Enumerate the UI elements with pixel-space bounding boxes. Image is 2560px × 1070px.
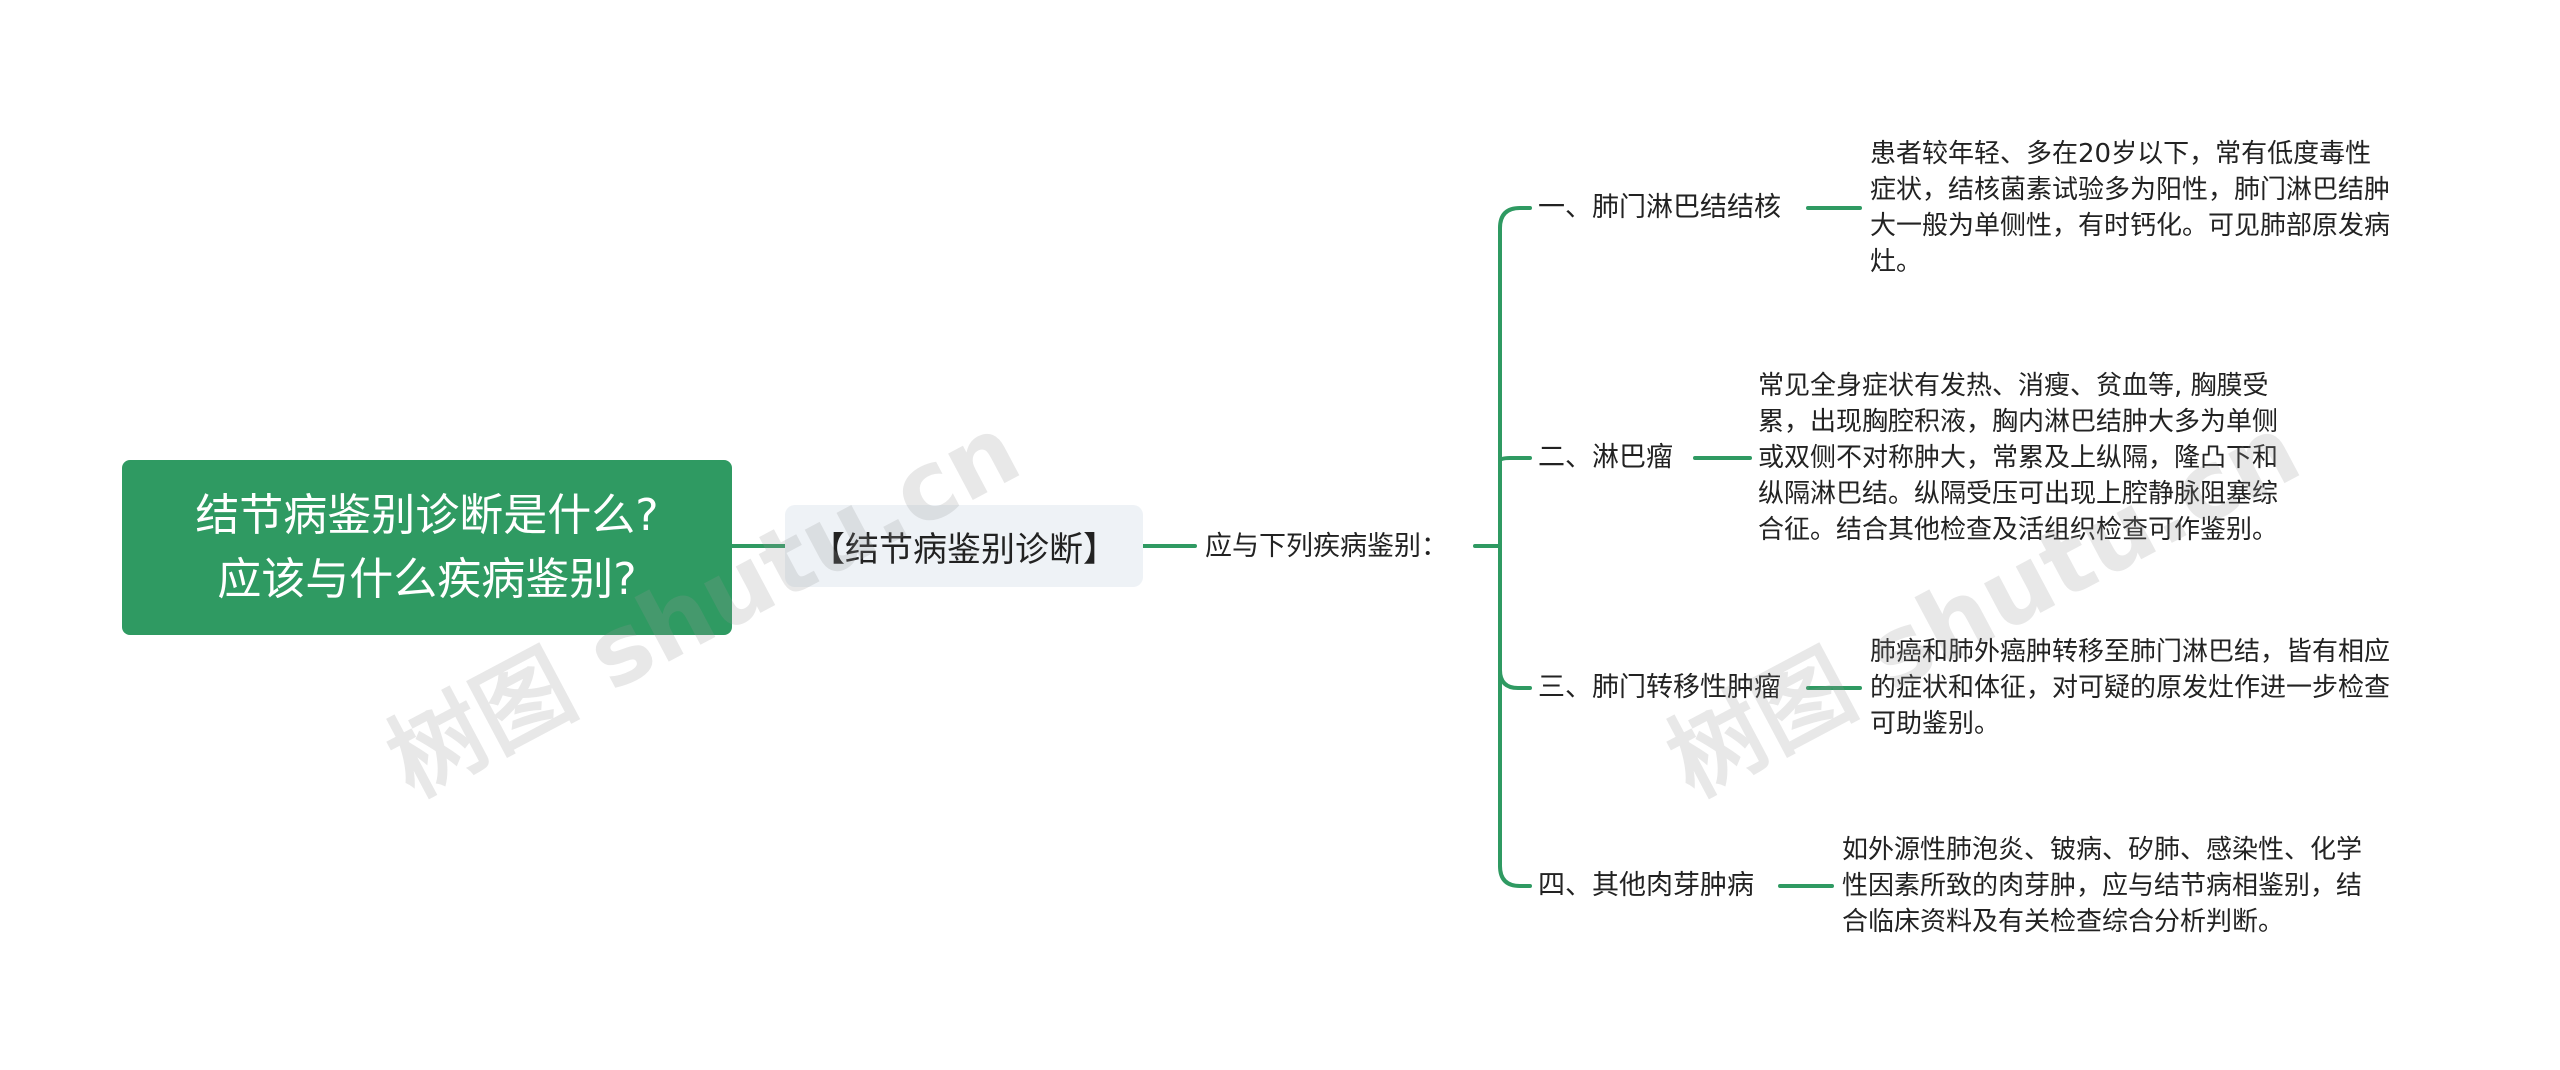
desc-node-4[interactable]: 如外源性肺泡炎、铍病、矽肺、感染性、化学 性因素所致的肉芽肿，应与结节病相鉴别，…: [1842, 832, 2362, 940]
branch-label: 一、肺门淋巴结结核: [1538, 192, 1781, 223]
branch-label: 二、淋巴瘤: [1538, 442, 1673, 473]
branch-node-3[interactable]: 三、肺门转移性肿瘤: [1538, 668, 1781, 708]
subtopic-label: 【结节病鉴别诊断】: [811, 529, 1117, 570]
desc-line: 可助鉴别。: [1870, 709, 2001, 739]
root-topic[interactable]: 结节病鉴别诊断是什么? 应该与什么疾病鉴别?: [122, 460, 732, 635]
desc-line: 累，出现胸腔积液，胸内淋巴结肿大多为单侧: [1758, 407, 2279, 437]
desc-line: 患者较年轻、多在20岁以下，常有低度毒性: [1870, 139, 2372, 169]
connector-spine-branch-2: [1498, 456, 1532, 463]
root-title-line2: 应该与什么疾病鉴别?: [217, 553, 637, 605]
desc-line: 如外源性肺泡炎、铍病、矽肺、感染性、化学: [1842, 835, 2363, 865]
branch-node-2[interactable]: 二、淋巴瘤: [1538, 438, 1673, 478]
branch-node-4[interactable]: 四、其他肉芽肿病: [1538, 866, 1754, 906]
branch-label: 四、其他肉芽肿病: [1538, 870, 1754, 901]
desc-line: 合征。结合其他检查及活组织检查可作鉴别。: [1758, 515, 2279, 545]
desc-line: 纵隔淋巴结。纵隔受压可出现上腔静脉阻塞综: [1758, 479, 2279, 509]
desc-line: 灶。: [1870, 247, 1923, 277]
desc-node-3[interactable]: 肺癌和肺外癌肿转移至肺门淋巴结，皆有相应 的症状和体征，对可疑的原发灶作进一步检…: [1870, 634, 2390, 742]
root-title-line1: 结节病鉴别诊断是什么?: [195, 489, 659, 541]
intro-label: 应与下列疾病鉴别：: [1205, 531, 1448, 562]
desc-line: 常见全身症状有发热、消瘦、贫血等, 胸膜受: [1758, 371, 2269, 401]
connector-spine-branch-3: [1498, 544, 1532, 690]
branch-node-1[interactable]: 一、肺门淋巴结结核: [1538, 188, 1781, 228]
desc-line: 症状，结核菌素试验多为阳性，肺门淋巴结肿: [1870, 175, 2391, 205]
branch-label: 三、肺门转移性肿瘤: [1538, 672, 1781, 703]
desc-line: 性因素所致的肉芽肿，应与结节病相鉴别，结: [1842, 871, 2363, 901]
desc-line: 肺癌和肺外癌肿转移至肺门淋巴结，皆有相应: [1870, 637, 2391, 667]
desc-line: 或双侧不对称肿大，常累及上纵隔，隆凸下和: [1758, 443, 2279, 473]
desc-node-1[interactable]: 患者较年轻、多在20岁以下，常有低度毒性 症状，结核菌素试验多为阳性，肺门淋巴结…: [1870, 136, 2390, 280]
connector-spine-branch-1: [1498, 206, 1532, 548]
desc-line: 的症状和体征，对可疑的原发灶作进一步检查: [1870, 673, 2391, 703]
subtopic-node[interactable]: 【结节病鉴别诊断】: [785, 505, 1143, 587]
connector-spine-branch-4: [1498, 544, 1532, 888]
desc-node-2[interactable]: 常见全身症状有发热、消瘦、贫血等, 胸膜受 累，出现胸腔积液，胸内淋巴结肿大多为…: [1758, 368, 2278, 548]
intro-node[interactable]: 应与下列疾病鉴别：: [1205, 525, 1448, 569]
desc-line: 合临床资料及有关检查综合分析判断。: [1842, 907, 2285, 937]
desc-line: 大一般为单侧性，有时钙化。可见肺部原发病: [1870, 211, 2391, 241]
